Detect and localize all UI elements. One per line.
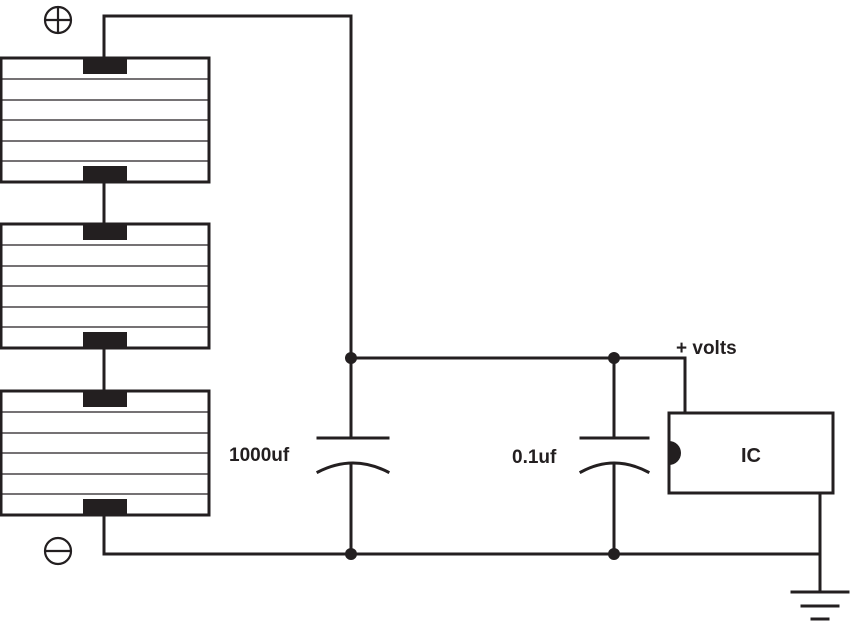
ic-chip [667, 411, 835, 495]
capacitor-1000uf [315, 356, 391, 556]
positive-wire [102, 14, 353, 360]
capacitor-0-1uf [578, 356, 651, 556]
negative-terminal-icon [43, 536, 73, 566]
supply-rail [349, 356, 687, 415]
solar-cell-1 [0, 56, 211, 184]
positive-terminal-icon [43, 5, 73, 35]
junction-node [345, 548, 357, 560]
solar-cell-2 [0, 222, 211, 350]
junction-node [608, 352, 620, 364]
junction-node [608, 548, 620, 560]
capacitor-1000uf-label: 1000uf [229, 445, 290, 466]
junction-node [345, 352, 357, 364]
supply-label: + volts [676, 338, 737, 359]
capacitor-0-1uf-label: 0.1uf [512, 447, 557, 468]
negative-wire [102, 513, 822, 556]
ic-label: IC [741, 445, 761, 467]
ground-icon [790, 590, 850, 621]
solar-cell-3 [0, 389, 211, 517]
